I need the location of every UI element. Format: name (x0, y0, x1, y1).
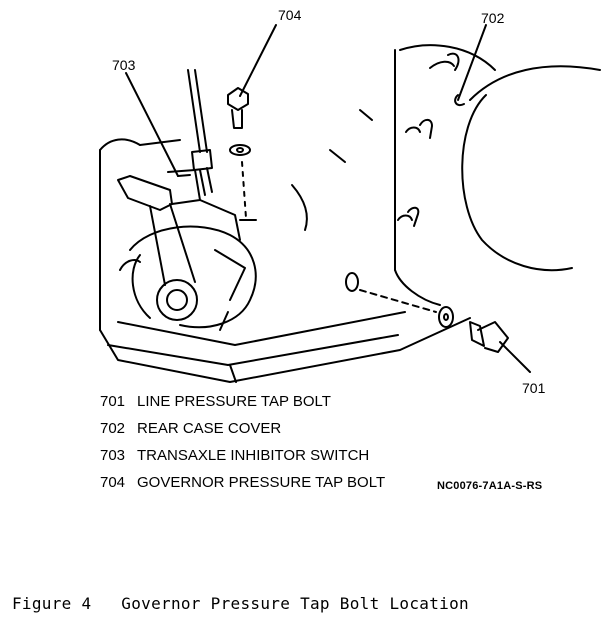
drawing-code: NC0076-7A1A-S-RS (437, 480, 543, 492)
legend-text: GOVERNOR PRESSURE TAP BOLT (137, 474, 386, 491)
legend-number: 701 (100, 393, 126, 410)
leader-701 (499, 341, 531, 373)
inhibitor-switch (117, 169, 257, 331)
legend-text: TRANSAXLE INHIBITOR SWITCH (137, 447, 370, 464)
callout-703: 703 (112, 57, 136, 73)
line-tap-bolt (345, 272, 509, 353)
transaxle-case (99, 44, 601, 383)
governor-tap-bolt (227, 87, 257, 221)
leader-703 (125, 72, 179, 177)
legend-number: 703 (100, 447, 126, 464)
legend-number: 702 (100, 420, 126, 437)
callout-702: 702 (481, 10, 505, 26)
callout-704: 704 (278, 7, 302, 23)
leader-704 (239, 24, 277, 97)
rear-case-cover (397, 52, 573, 272)
figure-title: Governor Pressure Tap Bolt Location (121, 594, 469, 613)
shift-cable (187, 69, 213, 196)
leader-702 (457, 24, 487, 101)
figure-label: Figure 4 (12, 594, 92, 613)
figure-caption: Figure 4 Governor Pressure Tap Bolt Loca… (12, 594, 469, 613)
legend-number: 704 (100, 474, 126, 491)
legend-text: LINE PRESSURE TAP BOLT (137, 393, 331, 410)
transaxle-drawing (99, 24, 601, 383)
legend-text: REAR CASE COVER (137, 420, 282, 437)
leader-lines (125, 24, 531, 373)
callout-701: 701 (522, 380, 546, 396)
